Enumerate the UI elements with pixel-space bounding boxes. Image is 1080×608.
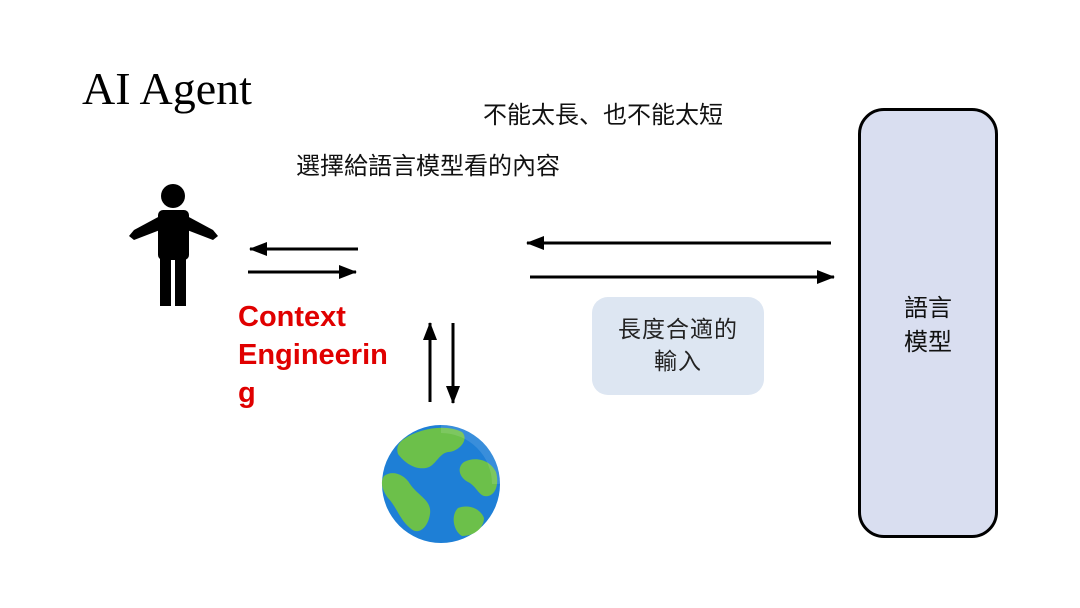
language-model-label: 語言 模型 <box>904 294 952 356</box>
person-icon <box>129 184 218 306</box>
appropriate-input-label: 長度合適的 輸入 <box>618 317 738 375</box>
appropriate-input-box: 長度合適的 輸入 <box>592 297 764 395</box>
context-engineering-label: Context Engineerin g <box>238 301 388 409</box>
earth-icon <box>381 425 500 543</box>
page-title: AI Agent <box>82 63 252 114</box>
length-note: 不能太長、也不能太短 <box>483 101 723 129</box>
language-model-box: 語言 模型 <box>858 108 998 538</box>
selection-note: 選擇給語言模型看的內容 <box>296 152 560 180</box>
